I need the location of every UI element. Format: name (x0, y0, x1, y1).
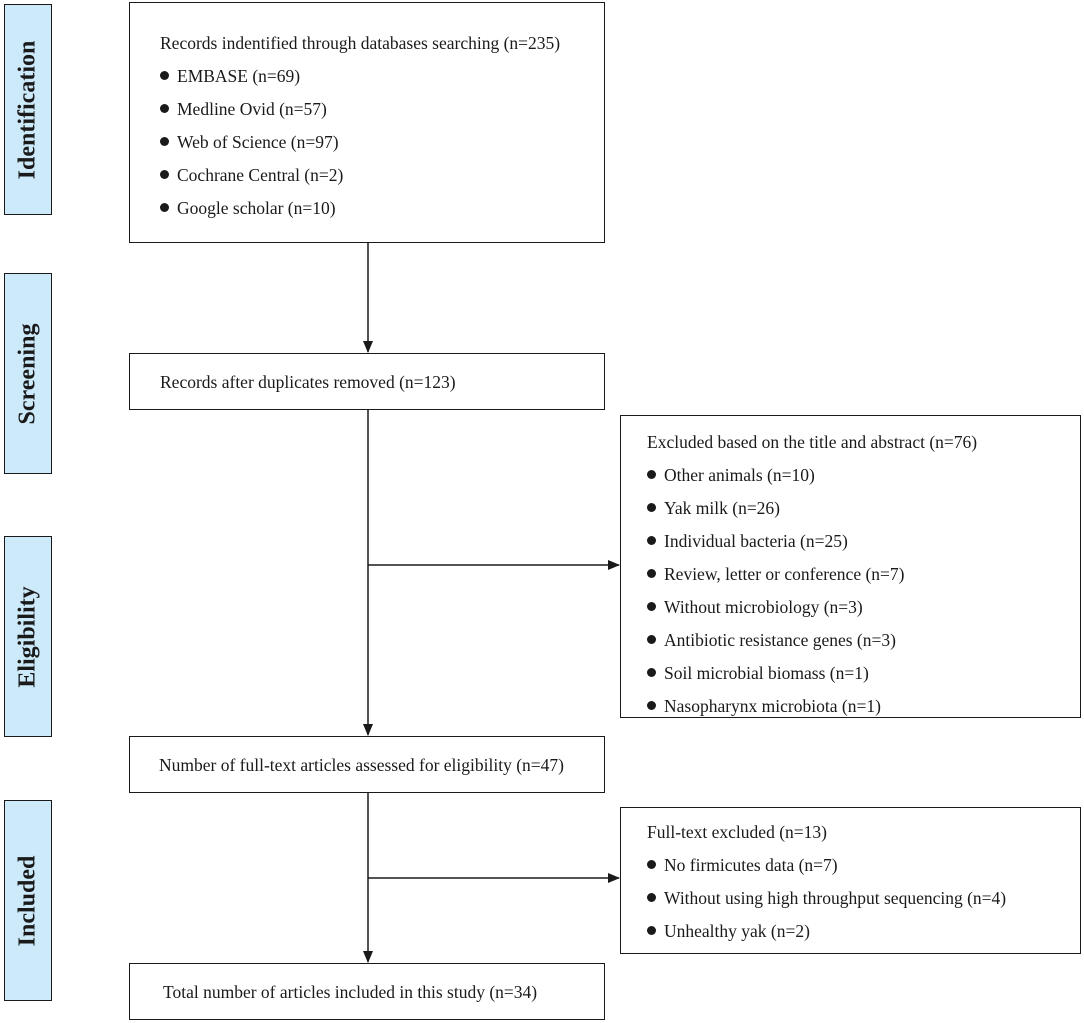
list-item: Web of Science (n=97) (160, 126, 604, 159)
phase-identification: Identification (4, 4, 52, 215)
total-included-box: Total number of articles included in thi… (129, 963, 605, 1020)
duplicates-removed-box: Records after duplicates removed (n=123) (129, 353, 605, 410)
full-text-excluded-title: Full-text excluded (n=13) (647, 822, 827, 842)
excluded-title-abstract-title: Excluded based on the title and abstract… (647, 432, 978, 452)
phase-screening: Screening (4, 273, 52, 474)
list-item: Other animals (n=10) (647, 459, 1080, 492)
list-item: Antibiotic resistance genes (n=3) (647, 624, 1080, 657)
list-item: Google scholar (n=10) (160, 192, 604, 225)
list-item: Medline Ovid (n=57) (160, 93, 604, 126)
list-item: No firmicutes data (n=7) (647, 849, 1080, 882)
duplicates-removed-title: Records after duplicates removed (n=123) (160, 372, 456, 392)
phase-included: Included (4, 800, 52, 1001)
list-item: Nasopharynx microbiota (n=1) (647, 690, 1080, 723)
list-item: Review, letter or conference (n=7) (647, 558, 1080, 591)
records-identified-box: Records indentified through databases se… (129, 2, 605, 243)
full-text-assessed-box: Number of full-text articles assessed fo… (129, 736, 605, 793)
list-item: Unhealthy yak (n=2) (647, 915, 1080, 948)
records-identified-title: Records indentified through databases se… (160, 33, 561, 53)
full-text-excluded-box: Full-text excluded (n=13) No firmicutes … (620, 807, 1081, 954)
full-text-assessed-title: Number of full-text articles assessed fo… (159, 755, 564, 775)
list-item: EMBASE (n=69) (160, 60, 604, 93)
list-item: Without microbiology (n=3) (647, 591, 1080, 624)
list-item: Cochrane Central (n=2) (160, 159, 604, 192)
list-item: Yak milk (n=26) (647, 492, 1080, 525)
phase-eligibility: Eligibility (4, 536, 52, 737)
list-item: Without using high throughput sequencing… (647, 882, 1080, 915)
total-included-title: Total number of articles included in thi… (163, 982, 538, 1002)
list-item: Individual bacteria (n=25) (647, 525, 1080, 558)
list-item: Soil microbial biomass (n=1) (647, 657, 1080, 690)
excluded-title-abstract-box: Excluded based on the title and abstract… (620, 415, 1081, 718)
